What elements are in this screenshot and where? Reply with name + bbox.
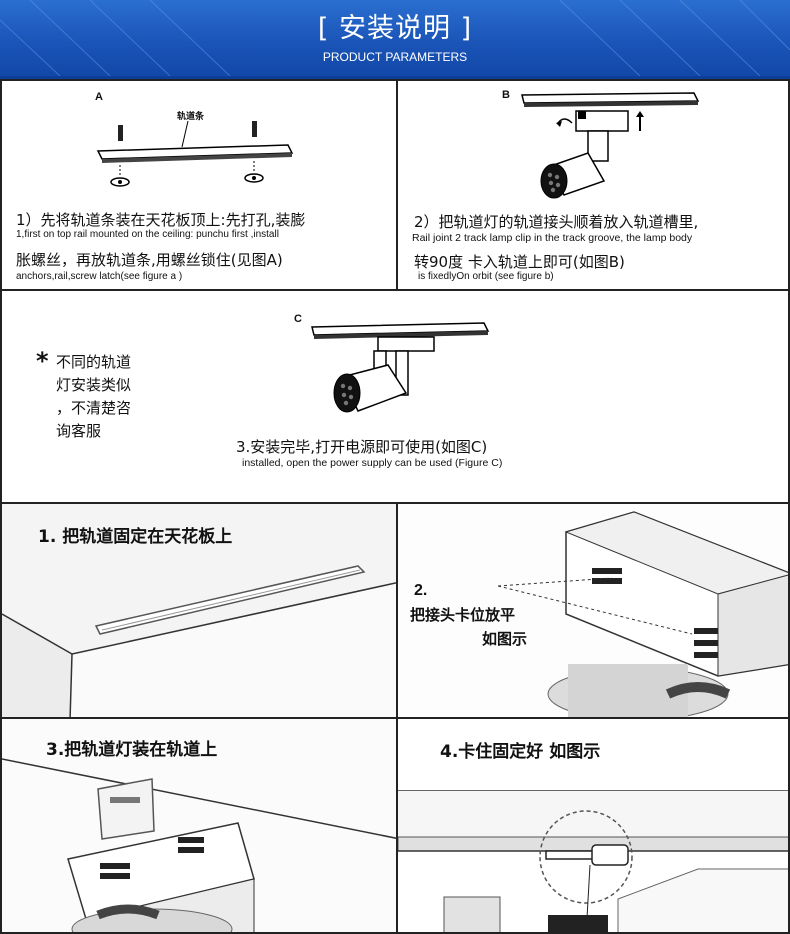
step2-text-en-line2: is fixedlyOn orbit (see figure b) — [418, 271, 554, 282]
note-line-3: ，不清楚咨 — [56, 399, 132, 417]
note-star-icon: * — [36, 347, 49, 375]
figure-letter-a: A — [95, 91, 103, 103]
step2-text-zh-line2: 转90度 卡入轨道上即可(如图B) — [414, 253, 625, 271]
rail-mounting-illustration — [96, 120, 294, 187]
step1-text-en-line2: anchors,rail,screw latch(see figure a ) — [16, 271, 183, 282]
photo1-caption: 1. 把轨道固定在天花板上 — [38, 527, 233, 547]
banner-underline — [0, 76, 790, 79]
photo2-connector-closeup — [398, 504, 788, 717]
panel-step-c: C * 不同的轨道 灯安装类似 ，不清楚咨 询客服 3.安装完毕,打开电源即可使… — [0, 289, 790, 504]
step1-text-zh-line1: 1）先将轨道条装在天花板顶上:先打孔,装膨 — [16, 211, 306, 229]
banner-decoration — [0, 0, 790, 76]
step1-text-zh-line2: 胀螺丝，再放轨道条,用螺丝锁住(见图A) — [16, 251, 283, 269]
photo3-caption: 3.把轨道灯装在轨道上 — [46, 740, 218, 760]
lamp-clip-illustration — [521, 92, 700, 199]
figure-letter-b: B — [502, 89, 510, 101]
photo2-caption-line1: 把接头卡位放平 — [410, 606, 516, 624]
note-line-1: 不同的轨道 — [56, 353, 132, 371]
photo2-caption-line2: 如图示 — [482, 630, 528, 648]
banner-title: [ 安装说明 ] — [317, 13, 473, 44]
header-banner: [ 安装说明 ] PRODUCT PARAMETERS — [0, 0, 790, 76]
step3-text-en: installed, open the power supply can be … — [242, 457, 503, 469]
photo4-locked-lamp — [398, 719, 788, 932]
photo2-step-number: 2. — [414, 582, 428, 599]
step2-text-zh-line1: 2）把轨道灯的轨道接头顺着放入轨道槽里, — [414, 213, 699, 231]
photo-step-1: 1. 把轨道固定在天花板上 — [0, 502, 398, 719]
photo4-caption: 4.卡住固定好 如图示 — [440, 742, 601, 762]
photo1-ceiling-rail — [2, 504, 396, 717]
note-line-4: 询客服 — [56, 422, 102, 440]
step1-text-en-line1: 1,first on top rail mounted on the ceili… — [16, 229, 279, 240]
figure-letter-c: C — [294, 313, 302, 325]
panel-step-b: B 2）把轨道灯的轨道接头顺着放入轨道槽里, Rail joint 2 trac… — [396, 79, 790, 291]
photo3-lamp-onto-rail — [2, 719, 396, 932]
photo-step-2: 2. 把接头卡位放平 如图示 — [396, 502, 790, 719]
installed-lamp-illustration — [311, 322, 490, 413]
photo-step-3: 3.把轨道灯装在轨道上 — [0, 717, 398, 934]
rail-label: 轨道条 — [177, 112, 205, 122]
step2-text-en-line1: Rail joint 2 track lamp clip in the trac… — [412, 232, 693, 244]
photo-step-4: 4.卡住固定好 如图示 — [396, 717, 790, 934]
step3-text-zh: 3.安装完毕,打开电源即可使用(如图C) — [236, 438, 488, 456]
panel-step-a: A 轨道条 1）先将轨道条装在天花板顶上:先打孔,装膨 1,first on t… — [0, 79, 398, 291]
note-line-2: 灯安装类似 — [56, 376, 132, 394]
banner-subtitle: PRODUCT PARAMETERS — [322, 50, 468, 64]
